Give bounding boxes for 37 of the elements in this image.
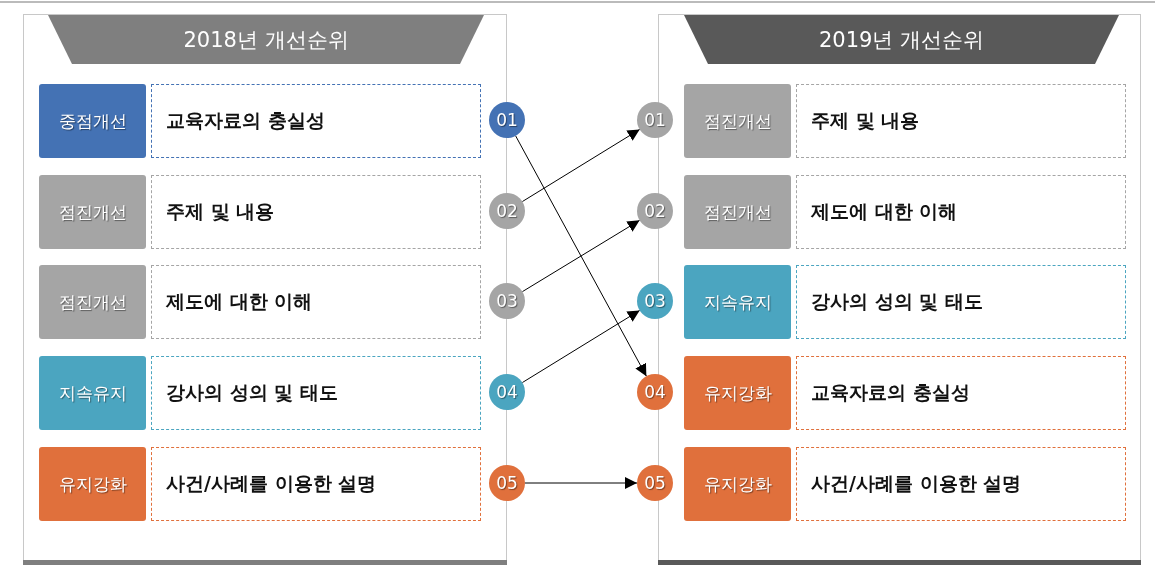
category-tag: 유지강화 [684, 447, 791, 521]
rank-circle: 05 [637, 465, 673, 501]
arrow [521, 219, 641, 293]
item-box: 제도에 대한 이해 [151, 265, 481, 339]
arrow [524, 477, 638, 489]
arrow [521, 309, 641, 384]
item-box: 강사의 성의 및 태도 [151, 356, 481, 430]
category-tag: 지속유지 [39, 356, 146, 430]
panel-title: 2019년 개선순위 [818, 26, 985, 54]
item-box: 교육자료의 충실성 [796, 356, 1126, 430]
rank-circle: 04 [489, 374, 525, 410]
category-tag: 유지강화 [684, 356, 791, 430]
category-tag: 점진개선 [39, 265, 146, 339]
category-tag: 점진개선 [684, 175, 791, 249]
category-tag: 중점개선 [39, 84, 146, 158]
item-box: 교육자료의 충실성 [151, 84, 481, 158]
rank-circle: 05 [489, 465, 525, 501]
item-box: 사건/사례를 이용한 설명 [151, 447, 481, 521]
rank-circle: 02 [489, 193, 525, 229]
category-tag: 점진개선 [39, 175, 146, 249]
item-box: 주제 및 내용 [151, 175, 481, 249]
arrow [515, 135, 647, 377]
rank-circle: 04 [637, 374, 673, 410]
rank-circle: 01 [489, 102, 525, 138]
rank-circle: 03 [637, 283, 673, 319]
category-tag: 점진개선 [684, 84, 791, 158]
item-box: 사건/사례를 이용한 설명 [796, 447, 1126, 521]
panel-title: 2018년 개선순위 [183, 26, 349, 54]
item-box: 주제 및 내용 [796, 84, 1126, 158]
item-box: 강사의 성의 및 태도 [796, 265, 1126, 339]
arrow [521, 128, 641, 203]
rank-circle: 01 [637, 102, 673, 138]
rank-circle: 02 [637, 193, 673, 229]
category-tag: 유지강화 [39, 447, 146, 521]
item-box: 제도에 대한 이해 [796, 175, 1126, 249]
rank-circle: 03 [489, 283, 525, 319]
category-tag: 지속유지 [684, 265, 791, 339]
